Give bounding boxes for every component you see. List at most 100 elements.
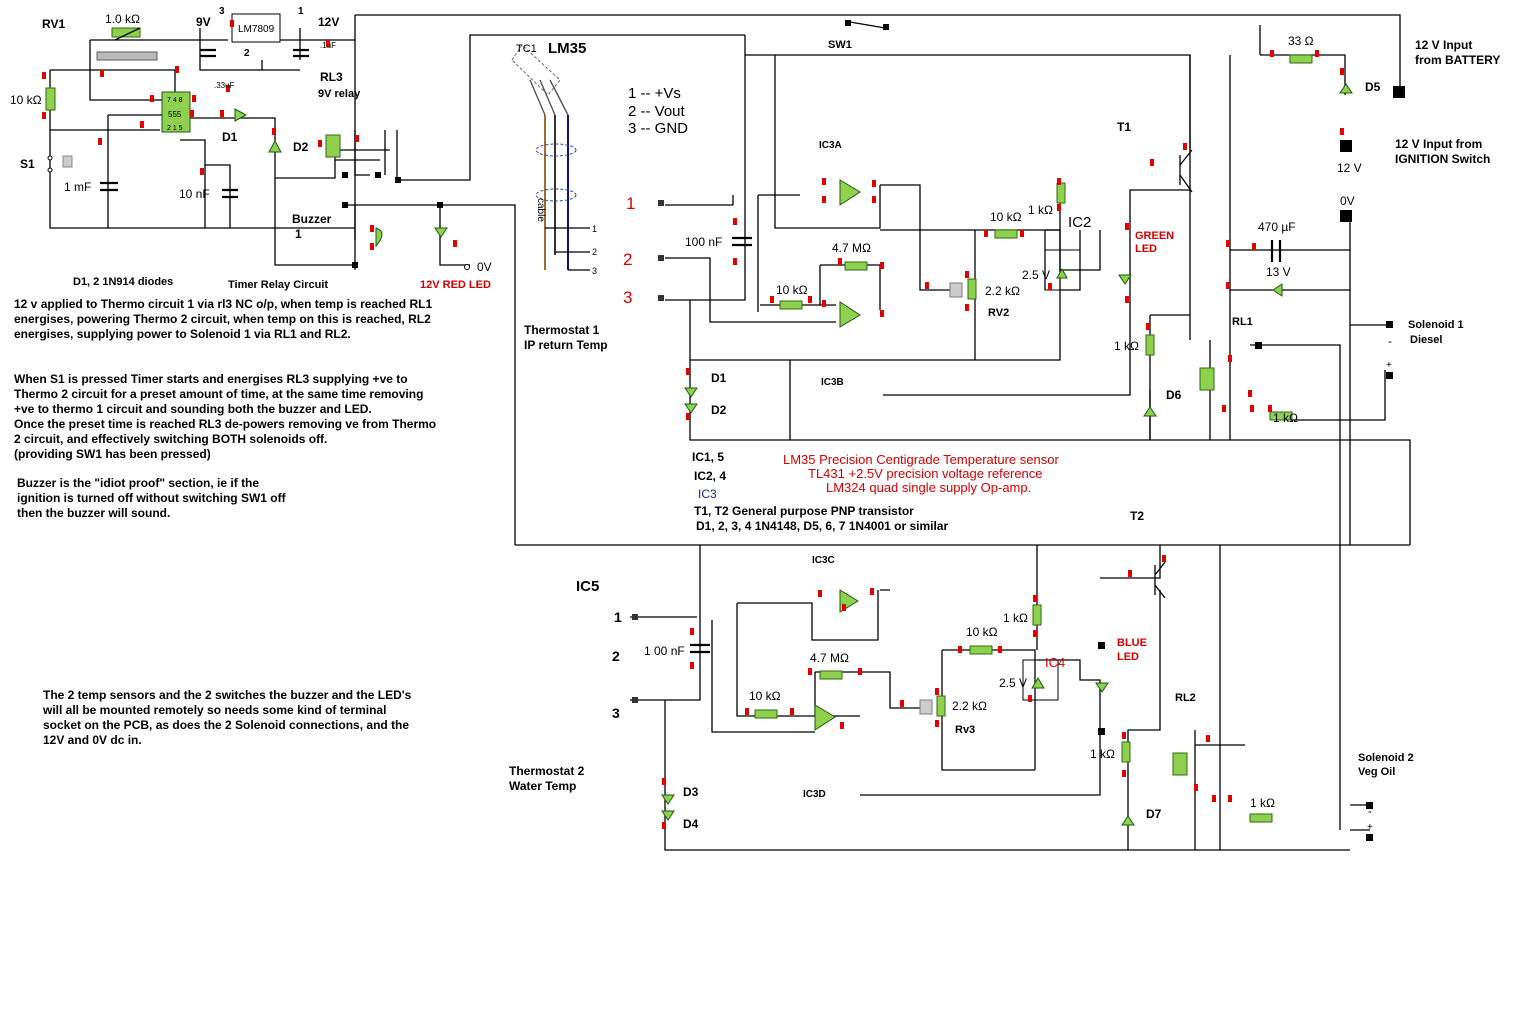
label-d5: D5 <box>1365 80 1381 94</box>
label-cap-10nf: 10 nF <box>179 187 210 201</box>
green-led <box>1118 274 1132 285</box>
lm7809-regulator <box>231 13 281 43</box>
label-sol1-b: Diesel <box>1410 334 1442 346</box>
thermostat-2-circuit <box>515 544 1410 851</box>
label-pot-value: 1.0 kΩ <box>105 12 140 26</box>
label-sensor-pin1: 1 <box>592 224 597 234</box>
label-lm7809: LM7809 <box>238 24 275 35</box>
label-cap-33uf: .33uF <box>214 81 235 90</box>
label-green-led-2: LED <box>1135 243 1157 255</box>
label-ic4: IC4 <box>1045 655 1065 670</box>
rv1-slider <box>96 51 158 61</box>
label-d1-timer: D1 <box>222 130 238 144</box>
label-blue-led-2: LED <box>1117 651 1139 663</box>
label-in3: 3 <box>623 288 632 307</box>
ic2-tl431 <box>1056 267 1068 279</box>
label-100nf-1: 100 nF <box>685 235 722 249</box>
label-22k-a: 2.2 kΩ <box>985 284 1020 298</box>
label-25v-b: 2.5 V <box>999 676 1027 690</box>
label-13v: 13 V <box>1266 265 1291 279</box>
label-reg-pin1: 1 <box>298 6 304 17</box>
label-47m-2: 4.7 MΩ <box>810 651 849 665</box>
label-ic555: 555 <box>168 110 182 119</box>
timer-10k-resistor <box>45 87 56 111</box>
s1-pushbutton <box>62 155 73 168</box>
timer-relay-circuit <box>42 13 745 545</box>
label-sol2-b: Veg Oil <box>1358 766 1395 778</box>
label-10k-c: 10 kΩ <box>749 689 781 703</box>
label-ign-line: IGNITION Switch <box>1395 152 1490 166</box>
cap-1mf <box>100 181 118 192</box>
label-thermo1-a: Thermostat 1 <box>524 323 600 337</box>
label-555-pins-top: 7 4 8 <box>167 97 183 104</box>
label-plus2: + <box>1367 822 1373 833</box>
label-d4: D4 <box>683 817 699 831</box>
label-in2b: 2 <box>612 648 620 664</box>
label-thermo2-b: Water Temp <box>509 779 576 793</box>
cap-01uf <box>293 48 309 58</box>
blue-led <box>1095 682 1109 693</box>
label-ign-line: 12 V Input from <box>1395 137 1482 151</box>
label-buzzer-num: 1 <box>295 227 302 241</box>
label-thermo2-a: Thermostat 2 <box>509 764 585 778</box>
label-sensor-pin2: 2 <box>592 247 597 257</box>
label-ic3d: IC3D <box>803 789 826 800</box>
thermostat-1-circuit <box>354 14 1411 830</box>
rl3-relay-coil <box>325 134 341 158</box>
label-rv3: Rv3 <box>955 724 975 736</box>
label-ic3c: IC3C <box>812 555 835 566</box>
rv1-potentiometer <box>111 27 141 38</box>
label-10k-a: 10 kΩ <box>776 283 808 297</box>
timer-d2-diode <box>268 139 282 153</box>
label-battery-input: 12 V Input from BATTERY <box>1415 38 1501 67</box>
label-rl2: RL2 <box>1175 692 1196 704</box>
label-ic3: IC3 <box>698 487 717 501</box>
label-buzzer: Buzzer <box>292 212 332 226</box>
note-thermo-operation: 12 v applied to Thermo circuit 1 via rl3… <box>14 297 433 341</box>
label-d7: D7 <box>1146 807 1162 821</box>
cap-33uf <box>200 48 216 58</box>
label-green-led-1: GREEN <box>1135 230 1174 242</box>
label-minus2: - <box>1368 804 1372 818</box>
label-1k-rl2: 1 kΩ <box>1250 796 1275 810</box>
label-timer-title: Timer Relay Circuit <box>228 279 328 291</box>
ic-555-timer <box>161 91 191 133</box>
label-reg-pin3: 3 <box>219 6 225 17</box>
rl1-relay-coil <box>1199 367 1215 391</box>
buzzer-icon <box>375 227 383 248</box>
label-pin-legend-2: 2 -- Vout <box>628 103 686 120</box>
label-22k-b: 2.2 kΩ <box>952 699 987 713</box>
note-timer-operation: When S1 is pressed Timer starts and ener… <box>14 372 437 461</box>
label-rl1: RL1 <box>1232 316 1253 328</box>
label-100nf-2: 1 00 nF <box>644 644 685 658</box>
label-diodes-note: D1, 2 1N914 diodes <box>73 276 173 288</box>
schematic-labels: RV1 1.0 kΩ 9V 3 LM7809 2 1 12V .1uF .33u… <box>10 6 1490 833</box>
label-minus1: - <box>1388 334 1392 348</box>
note-remote-mounting: The 2 temp sensors and the 2 switches th… <box>43 688 412 747</box>
label-red-led: 12V RED LED <box>420 279 491 291</box>
label-1k-led2: 1 kΩ <box>1090 747 1115 761</box>
label-tl431-desc: TL431 +2.5V precision voltage reference <box>808 466 1043 481</box>
label-timer-10k: 10 kΩ <box>10 93 42 107</box>
label-pin-legend-3: 3 -- GND <box>628 120 688 137</box>
note-buzzer: Buzzer is the "idiot proof" section, ie … <box>17 476 286 520</box>
label-ic15: IC1, 5 <box>692 450 724 464</box>
rl2-relay-coil <box>1172 752 1188 776</box>
label-lm35-desc: LM35 Precision Centigrade Temperature se… <box>783 452 1059 467</box>
label-d3: D3 <box>683 785 699 799</box>
label-in2: 2 <box>623 250 632 269</box>
label-diode-desc: D1, 2, 3, 4 1N4148, D5, 6, 7 1N4001 or s… <box>696 519 948 533</box>
cap-10nf <box>222 188 238 199</box>
label-1k-rl1: 1 kΩ <box>1273 411 1298 425</box>
label-25v-a: 2.5 V <box>1022 268 1050 282</box>
timer-d1-diode <box>234 108 248 122</box>
label-cap-01uf: .1uF <box>320 41 336 50</box>
lm35-sensor-drawing <box>511 44 590 271</box>
label-rv1: RV1 <box>42 17 65 31</box>
label-sw1: SW1 <box>828 39 852 51</box>
label-d6: D6 <box>1166 388 1182 402</box>
label-tc1: TC1 <box>516 43 537 55</box>
label-d1: D1 <box>711 371 727 385</box>
label-in1: 1 <box>626 194 635 213</box>
